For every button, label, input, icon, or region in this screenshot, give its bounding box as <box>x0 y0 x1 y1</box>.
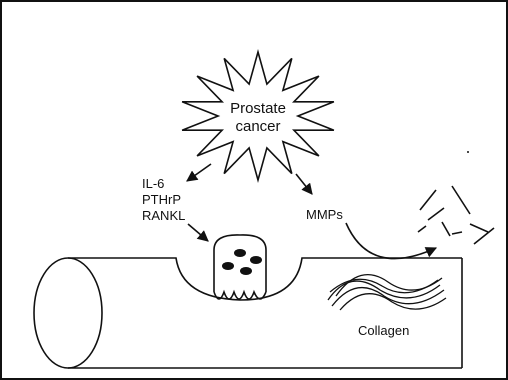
nucleus <box>222 262 234 270</box>
ruffled-border <box>214 292 266 299</box>
factor-rankl: RANKL <box>142 208 185 223</box>
factor-pthrp: PTHrP <box>142 192 181 207</box>
factor-il6: IL-6 <box>142 176 164 191</box>
nucleus <box>240 267 252 275</box>
nucleus <box>250 256 262 264</box>
osteoclast-cell <box>214 235 266 299</box>
burst-label-line1: Prostate <box>230 100 286 117</box>
speck <box>467 151 469 153</box>
collagen-label: Collagen <box>358 323 409 338</box>
bone-end-ellipse <box>34 258 102 368</box>
collagen-fragments <box>418 186 494 244</box>
collagen-fibres <box>328 275 446 310</box>
arrow-to-factors <box>187 164 211 181</box>
nucleus <box>234 249 246 257</box>
burst-label-line2: cancer <box>235 118 280 135</box>
factor-list: IL-6 PTHrP RANKL <box>142 176 185 223</box>
arrow-to-mmps <box>296 174 312 194</box>
mmps-label: MMPs <box>306 207 343 222</box>
arrow-to-osteoclast <box>188 224 208 241</box>
prostate-cancer-burst: Prostate cancer <box>182 52 334 180</box>
